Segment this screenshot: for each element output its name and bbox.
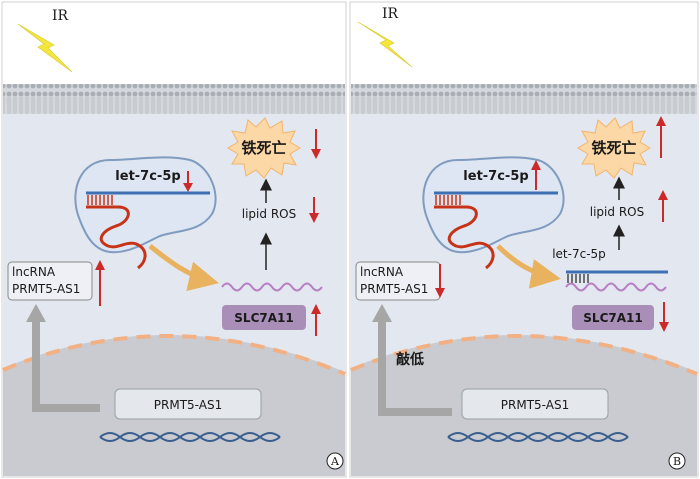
panel-a-letter: A (330, 455, 340, 468)
lncrna-box (7, 261, 93, 301)
slc7a11-label: SLC7A11 (234, 311, 293, 325)
panel-b-letter: B (673, 455, 681, 468)
slc-down-arrow (659, 302, 669, 332)
nuclear-envelope (350, 334, 698, 376)
ros-label: lipid ROS (590, 205, 644, 219)
ferroptosis-burst (227, 117, 301, 179)
lncrna-label-line2: PRMT5-AS1 (360, 282, 428, 296)
base-pairs (435, 195, 461, 205)
slc7a11-mrna (565, 282, 667, 292)
lncrna-label-line1: lncRNA (360, 265, 404, 279)
ros-label: lipid ROS (242, 207, 296, 221)
mirna-label: let-7c-5p (463, 169, 528, 184)
mirna-label: let-7c-5p (115, 169, 180, 184)
cell-membrane (3, 84, 345, 114)
lncrna-down-arrow (435, 264, 445, 298)
panel-b-badge (668, 452, 686, 470)
ir-label: IR (382, 6, 399, 22)
lncrna-label-line1: lncRNA (12, 265, 56, 279)
gene-box (461, 388, 609, 420)
lncrna-up-arrow (95, 260, 105, 306)
panel-b: IR 铁死亡 let-7c-5p let-7c-5p (349, 1, 699, 478)
slc7a11-label: SLC7A11 (583, 311, 642, 325)
nuclear-envelope (2, 334, 346, 376)
transcription-arrow (378, 320, 452, 416)
ros-down-arrow (309, 197, 319, 223)
ros-up-arrow (658, 190, 668, 222)
mirna-up-arrow (531, 160, 541, 190)
slc7a11-box (222, 305, 306, 330)
gene-label: PRMT5-AS1 (501, 398, 569, 412)
ferroptosis-burst (577, 117, 651, 179)
slc7a11-mrna (221, 282, 323, 292)
lightning-icon (17, 23, 73, 73)
base-pairs (87, 195, 113, 205)
panel-a: IR 铁死亡 let-7c-5p S (1, 1, 347, 478)
sponge-arrow (148, 244, 219, 291)
ferroptosis-label: 铁死亡 (591, 139, 636, 157)
ferroptosis-label: 铁死亡 (241, 139, 286, 157)
panel-a-badge (326, 452, 344, 470)
ferroptosis-up-arrow (656, 116, 666, 158)
transcription-arrowhead (26, 304, 46, 322)
lncrna-strand (86, 205, 147, 270)
mirna-bound-label: let-7c-5p (552, 247, 606, 261)
lightning-icon (357, 21, 413, 68)
lncrna-strand (434, 205, 495, 270)
dna-helix (99, 432, 281, 442)
transcription-arrow (32, 320, 100, 412)
dna-helix (447, 432, 629, 442)
mirna-down-arrow (183, 171, 193, 192)
slc7a11-box (572, 305, 654, 330)
ferroptosis-down-arrow (311, 129, 321, 159)
gene-box (114, 388, 262, 420)
cell-membrane (351, 84, 697, 114)
lncrna-label-line2: PRMT5-AS1 (12, 282, 80, 296)
sponge-arrow (496, 244, 561, 289)
bound-base-pairs (567, 274, 589, 283)
knockdown-label: 敲低 (396, 351, 424, 368)
slc-up-arrow (311, 304, 321, 336)
gene-label: PRMT5-AS1 (154, 398, 222, 412)
transcription-arrowhead (372, 304, 392, 322)
ir-label: IR (52, 8, 69, 24)
